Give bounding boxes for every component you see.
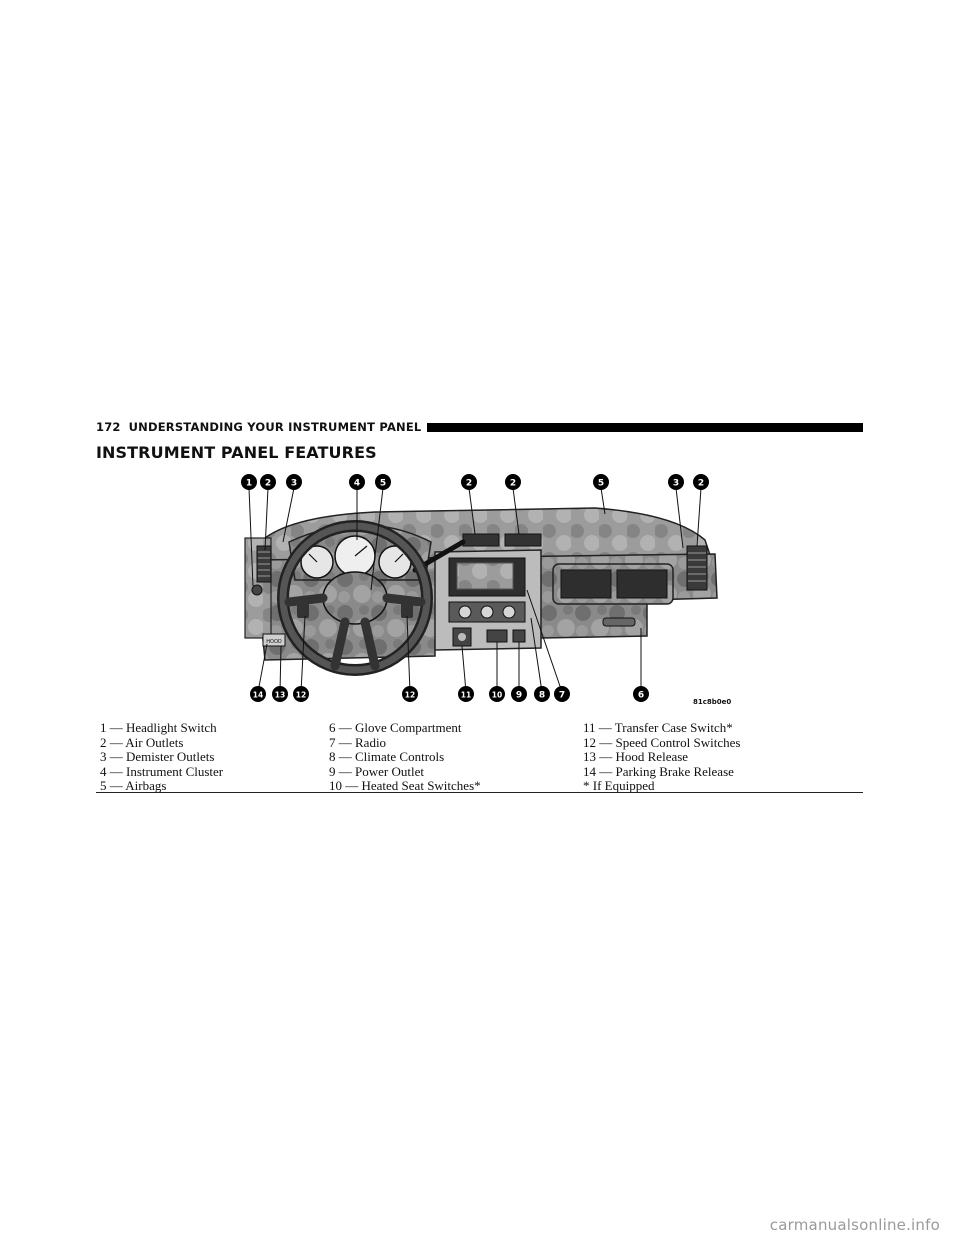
legend-item: 8 — Climate Controls — [329, 749, 445, 765]
callout-top-label: 1 — [246, 479, 252, 489]
page-heading: INSTRUMENT PANEL FEATURES — [96, 443, 377, 462]
callout-top-label: 2 — [265, 479, 271, 489]
callout-bottom-label: 12 — [296, 691, 306, 700]
section-title: UNDERSTANDING YOUR INSTRUMENT PANEL — [128, 420, 422, 434]
callout-bottom-bubble — [534, 686, 550, 702]
legend-column-1: 1 — Headlight Switch 2 — Air Outlets 3 —… — [100, 720, 329, 794]
callout-bottom-label: 14 — [253, 691, 263, 700]
legend-bottom-rule — [96, 792, 863, 793]
callout-bottom-label: 10 — [492, 691, 502, 700]
hood-release — [262, 633, 286, 647]
callout-bottom-label: 8 — [539, 691, 545, 701]
image-code: 81c8b0e0 — [693, 698, 731, 706]
callout-bottom-bubble — [511, 686, 527, 702]
callout-bottom-label: 11 — [461, 691, 471, 700]
callout-bottom-bubble — [293, 686, 309, 702]
legend-item: 3 — Demister Outlets — [100, 749, 215, 765]
callout-top-bubble — [286, 474, 302, 490]
callout-top-bubble — [349, 474, 365, 490]
legend-item: 14 — Parking Brake Release — [583, 763, 734, 779]
legend-item: 1 — Headlight Switch — [100, 720, 217, 735]
callout-top-bubble — [375, 474, 391, 490]
callout-top-label: 5 — [598, 479, 604, 489]
legend-item: 9 — Power Outlet — [329, 763, 424, 779]
callout-bottom-label: 12 — [405, 691, 415, 700]
callout-bottom-bubble — [250, 686, 266, 702]
callout-top-label: 5 — [380, 479, 386, 489]
legend-item: 5 — Airbags — [100, 778, 167, 794]
callout-top-bubble — [668, 474, 684, 490]
callout-bottom-label: 9 — [516, 691, 522, 701]
legend: 1 — Headlight Switch 2 — Air Outlets 3 —… — [100, 720, 862, 794]
callout-top-label: 4 — [354, 479, 360, 489]
legend-item: 2 — Air Outlets — [100, 734, 184, 750]
callout-top-label: 3 — [291, 479, 297, 489]
legend-column-2: 6 — Glove Compartment 7 — Radio 8 — Clim… — [329, 720, 583, 794]
legend-item: 4 — Instrument Cluster — [100, 763, 224, 779]
legend-item: * If Equipped — [583, 778, 655, 794]
radio-screen — [456, 562, 514, 590]
legend-item: 6 — Glove Compartment — [329, 720, 462, 735]
callout-bottom-bubble — [554, 686, 570, 702]
callout-bottom-bubble — [489, 686, 505, 702]
callout-top-label: 2 — [466, 479, 472, 489]
watermark[interactable]: carmanualsonline.info — [769, 1216, 940, 1234]
headlight-switch — [251, 584, 263, 596]
page-number: 172 — [96, 420, 121, 434]
legend-item: 7 — Radio — [329, 734, 387, 750]
callout-top-bubble — [505, 474, 521, 490]
callouts-top: 1 2 3 4 5 2 2 5 3 2 — [241, 474, 709, 490]
callout-bottom-label: 7 — [559, 691, 565, 701]
legend-item: 12 — Speed Control Switches — [583, 734, 741, 750]
power-outlet — [512, 629, 526, 643]
callout-top-bubble — [593, 474, 609, 490]
legend-item: 13 — Hood Release — [583, 749, 689, 765]
callout-top-bubble — [693, 474, 709, 490]
callout-top-label: 3 — [673, 479, 679, 489]
callout-top-bubble — [461, 474, 477, 490]
steering-wheel — [277, 520, 433, 676]
callout-top-bubble — [241, 474, 257, 490]
legend-column-3: 11 — Transfer Case Switch* 12 — Speed Co… — [583, 720, 862, 794]
callouts-bottom: 14 13 12 12 11 10 9 8 7 6 — [250, 686, 649, 702]
callout-bottom-bubble — [402, 686, 418, 702]
callout-bottom-bubble — [458, 686, 474, 702]
callout-top-label: 2 — [510, 479, 516, 489]
center-air-outlet-left — [462, 533, 500, 547]
callout-bottom-label: 6 — [638, 691, 644, 701]
legend-item: 10 — Heated Seat Switches* — [329, 778, 481, 794]
callout-top-bubble — [260, 474, 276, 490]
heated-seat-switches — [486, 629, 508, 643]
callout-bottom-bubble — [633, 686, 649, 702]
callout-bottom-bubble — [272, 686, 288, 702]
center-air-outlet-right — [504, 533, 542, 547]
hood-release-stamp: HOOD — [266, 639, 282, 645]
callout-bottom-label: 13 — [275, 691, 285, 700]
legend-item: 11 — Transfer Case Switch* — [583, 720, 733, 735]
callout-top-label: 2 — [698, 479, 704, 489]
header-rule-bar — [427, 422, 863, 432]
page-header: 172 UNDERSTANDING YOUR INSTRUMENT PANEL — [96, 419, 863, 435]
